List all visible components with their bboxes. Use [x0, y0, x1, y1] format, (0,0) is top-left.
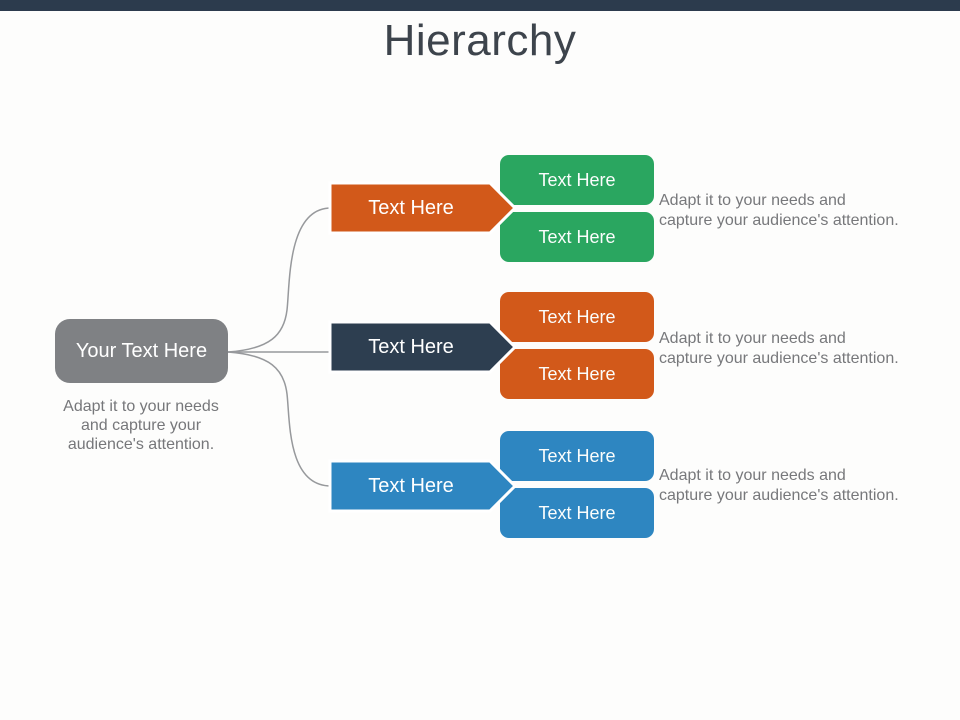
- branch1-arrow-shape: [328, 181, 517, 235]
- root-caption: Adapt it to your needs and capture your …: [33, 397, 249, 454]
- connector-top: [227, 207, 332, 353]
- branch1-child2: Text Here: [500, 212, 654, 262]
- branch2-arrow-shape: [328, 320, 517, 374]
- branch1-label: Text Here: [368, 196, 454, 219]
- branch3-caption: Adapt it to your needs and capture your …: [659, 466, 929, 505]
- branch3-child2-label: Text Here: [538, 502, 616, 523]
- branch2-arrow: [328, 320, 517, 374]
- branch1-child1: Text Here: [500, 155, 654, 205]
- caption-line: Adapt it to your needs and: [659, 192, 846, 209]
- caption-line: Adapt it to your needs and: [659, 467, 846, 484]
- branch3-child1-label: Text Here: [538, 445, 616, 466]
- caption-line: Adapt it to your needs and: [659, 330, 846, 347]
- root-caption-line: audience's attention.: [67, 436, 215, 453]
- branch2-child2-label: Text Here: [538, 363, 616, 384]
- slide-title: Hierarchy: [383, 16, 577, 65]
- branch2-label: Text Here: [368, 335, 454, 358]
- branch1-child2-label: Text Here: [538, 226, 616, 247]
- branch3-child1: Text Here: [500, 431, 654, 481]
- root-caption-line: and capture your: [80, 417, 202, 434]
- branch2-child2: Text Here: [500, 349, 654, 399]
- root-node: Your Text Here: [55, 319, 228, 383]
- branch3-label: Text Here: [368, 474, 454, 497]
- branch1-child1-label: Text Here: [538, 169, 616, 190]
- branch3-child2: Text Here: [500, 488, 654, 538]
- branch3-arrow-shape: [328, 459, 517, 513]
- root-caption-line: Adapt it to your needs: [63, 398, 219, 415]
- branch2-child1: Text Here: [500, 292, 654, 342]
- caption-line: capture your audience's attention.: [659, 486, 899, 504]
- branch3-arrow: [328, 459, 517, 513]
- branch2-caption: Adapt it to your needs and capture your …: [659, 329, 929, 368]
- root-node-label: Your Text Here: [75, 339, 208, 362]
- branch1-caption: Adapt it to your needs and capture your …: [659, 191, 929, 230]
- caption-line: capture your audience's attention.: [659, 349, 899, 367]
- branch1-arrow: [328, 181, 517, 235]
- branch2-child1-label: Text Here: [538, 306, 616, 327]
- connector-bottom: [227, 351, 332, 487]
- caption-line: capture your audience's attention.: [659, 211, 899, 229]
- top-accent-bar: [0, 0, 960, 11]
